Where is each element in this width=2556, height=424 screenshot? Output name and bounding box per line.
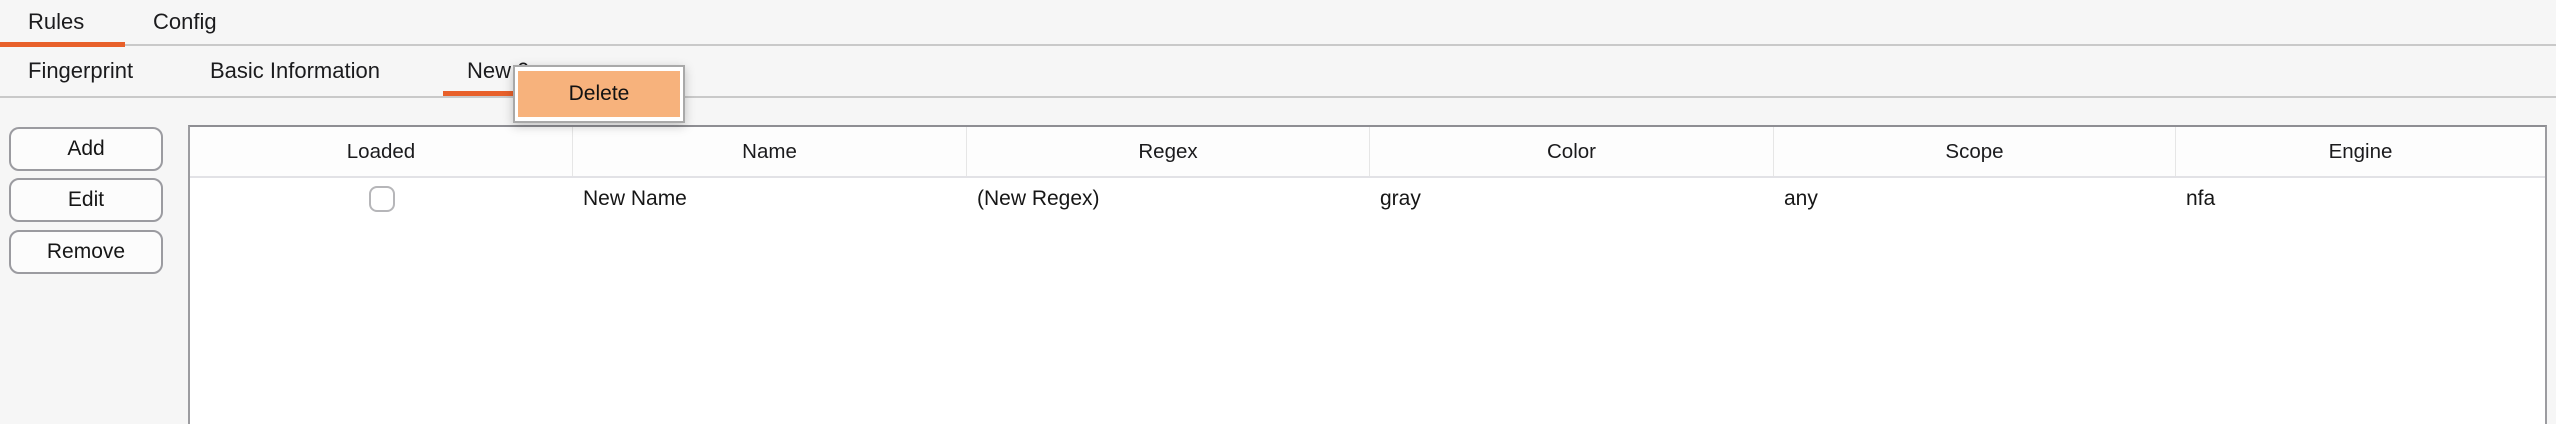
tab-fingerprint[interactable]: Fingerprint — [28, 58, 134, 83]
column-header-regex[interactable]: Regex — [967, 127, 1370, 176]
engine-cell: nfa — [2186, 187, 2216, 210]
context-menu: Delete — [513, 65, 685, 123]
remove-button[interactable]: Remove — [9, 230, 163, 274]
column-header-engine[interactable]: Engine — [2328, 139, 2393, 163]
tab-config[interactable]: Config — [153, 9, 217, 34]
rules-table: Loaded Name Regex Color Scope Engine New… — [188, 125, 2547, 424]
table-header-row: Loaded Name Regex Color Scope Engine — [190, 127, 2545, 178]
primary-active-tab-indicator — [0, 42, 125, 47]
column-header-loaded[interactable]: Loaded — [190, 127, 573, 176]
tab-basic-information[interactable]: Basic Information — [210, 58, 380, 83]
edit-button[interactable]: Edit — [9, 178, 163, 222]
table-row[interactable]: New Name (New Regex) gray any nfa — [190, 178, 2545, 220]
regex-cell: (New Regex) — [977, 187, 1100, 210]
tab-rules[interactable]: Rules — [28, 9, 85, 34]
color-cell: gray — [1380, 187, 1421, 210]
secondary-tabbar-divider — [0, 96, 2556, 98]
secondary-active-tab-indicator — [443, 91, 575, 96]
column-header-name[interactable]: Name — [573, 127, 967, 176]
column-header-scope[interactable]: Scope — [1774, 127, 2176, 176]
column-header-color[interactable]: Color — [1370, 127, 1774, 176]
primary-tabbar-divider — [0, 44, 2556, 46]
add-button[interactable]: Add — [9, 127, 163, 171]
loaded-checkbox[interactable] — [368, 186, 395, 212]
scope-cell: any — [1784, 187, 1818, 210]
context-menu-item-delete[interactable]: Delete — [518, 71, 680, 117]
name-cell: New Name — [583, 187, 687, 210]
loaded-cell — [190, 186, 573, 212]
